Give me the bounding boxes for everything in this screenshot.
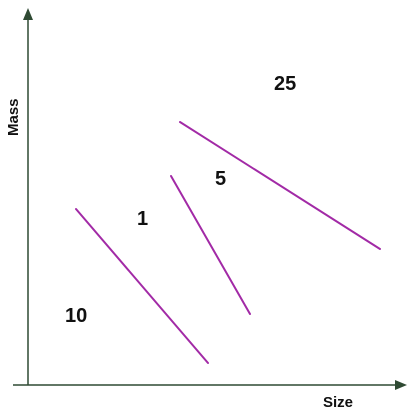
boundary-line-3 <box>179 121 381 250</box>
region-label-25: 25 <box>274 73 296 95</box>
region-label-10: 10 <box>65 305 87 327</box>
region-label-1: 1 <box>137 208 148 230</box>
boundary-line-1 <box>75 208 209 364</box>
x-axis-label: Size <box>323 394 353 411</box>
region-label-5: 5 <box>215 168 226 190</box>
y-axis-arrowhead <box>23 8 33 20</box>
y-axis-label: Mass <box>5 98 22 136</box>
boundary-line-2 <box>170 175 251 315</box>
x-axis-arrowhead <box>395 380 407 390</box>
